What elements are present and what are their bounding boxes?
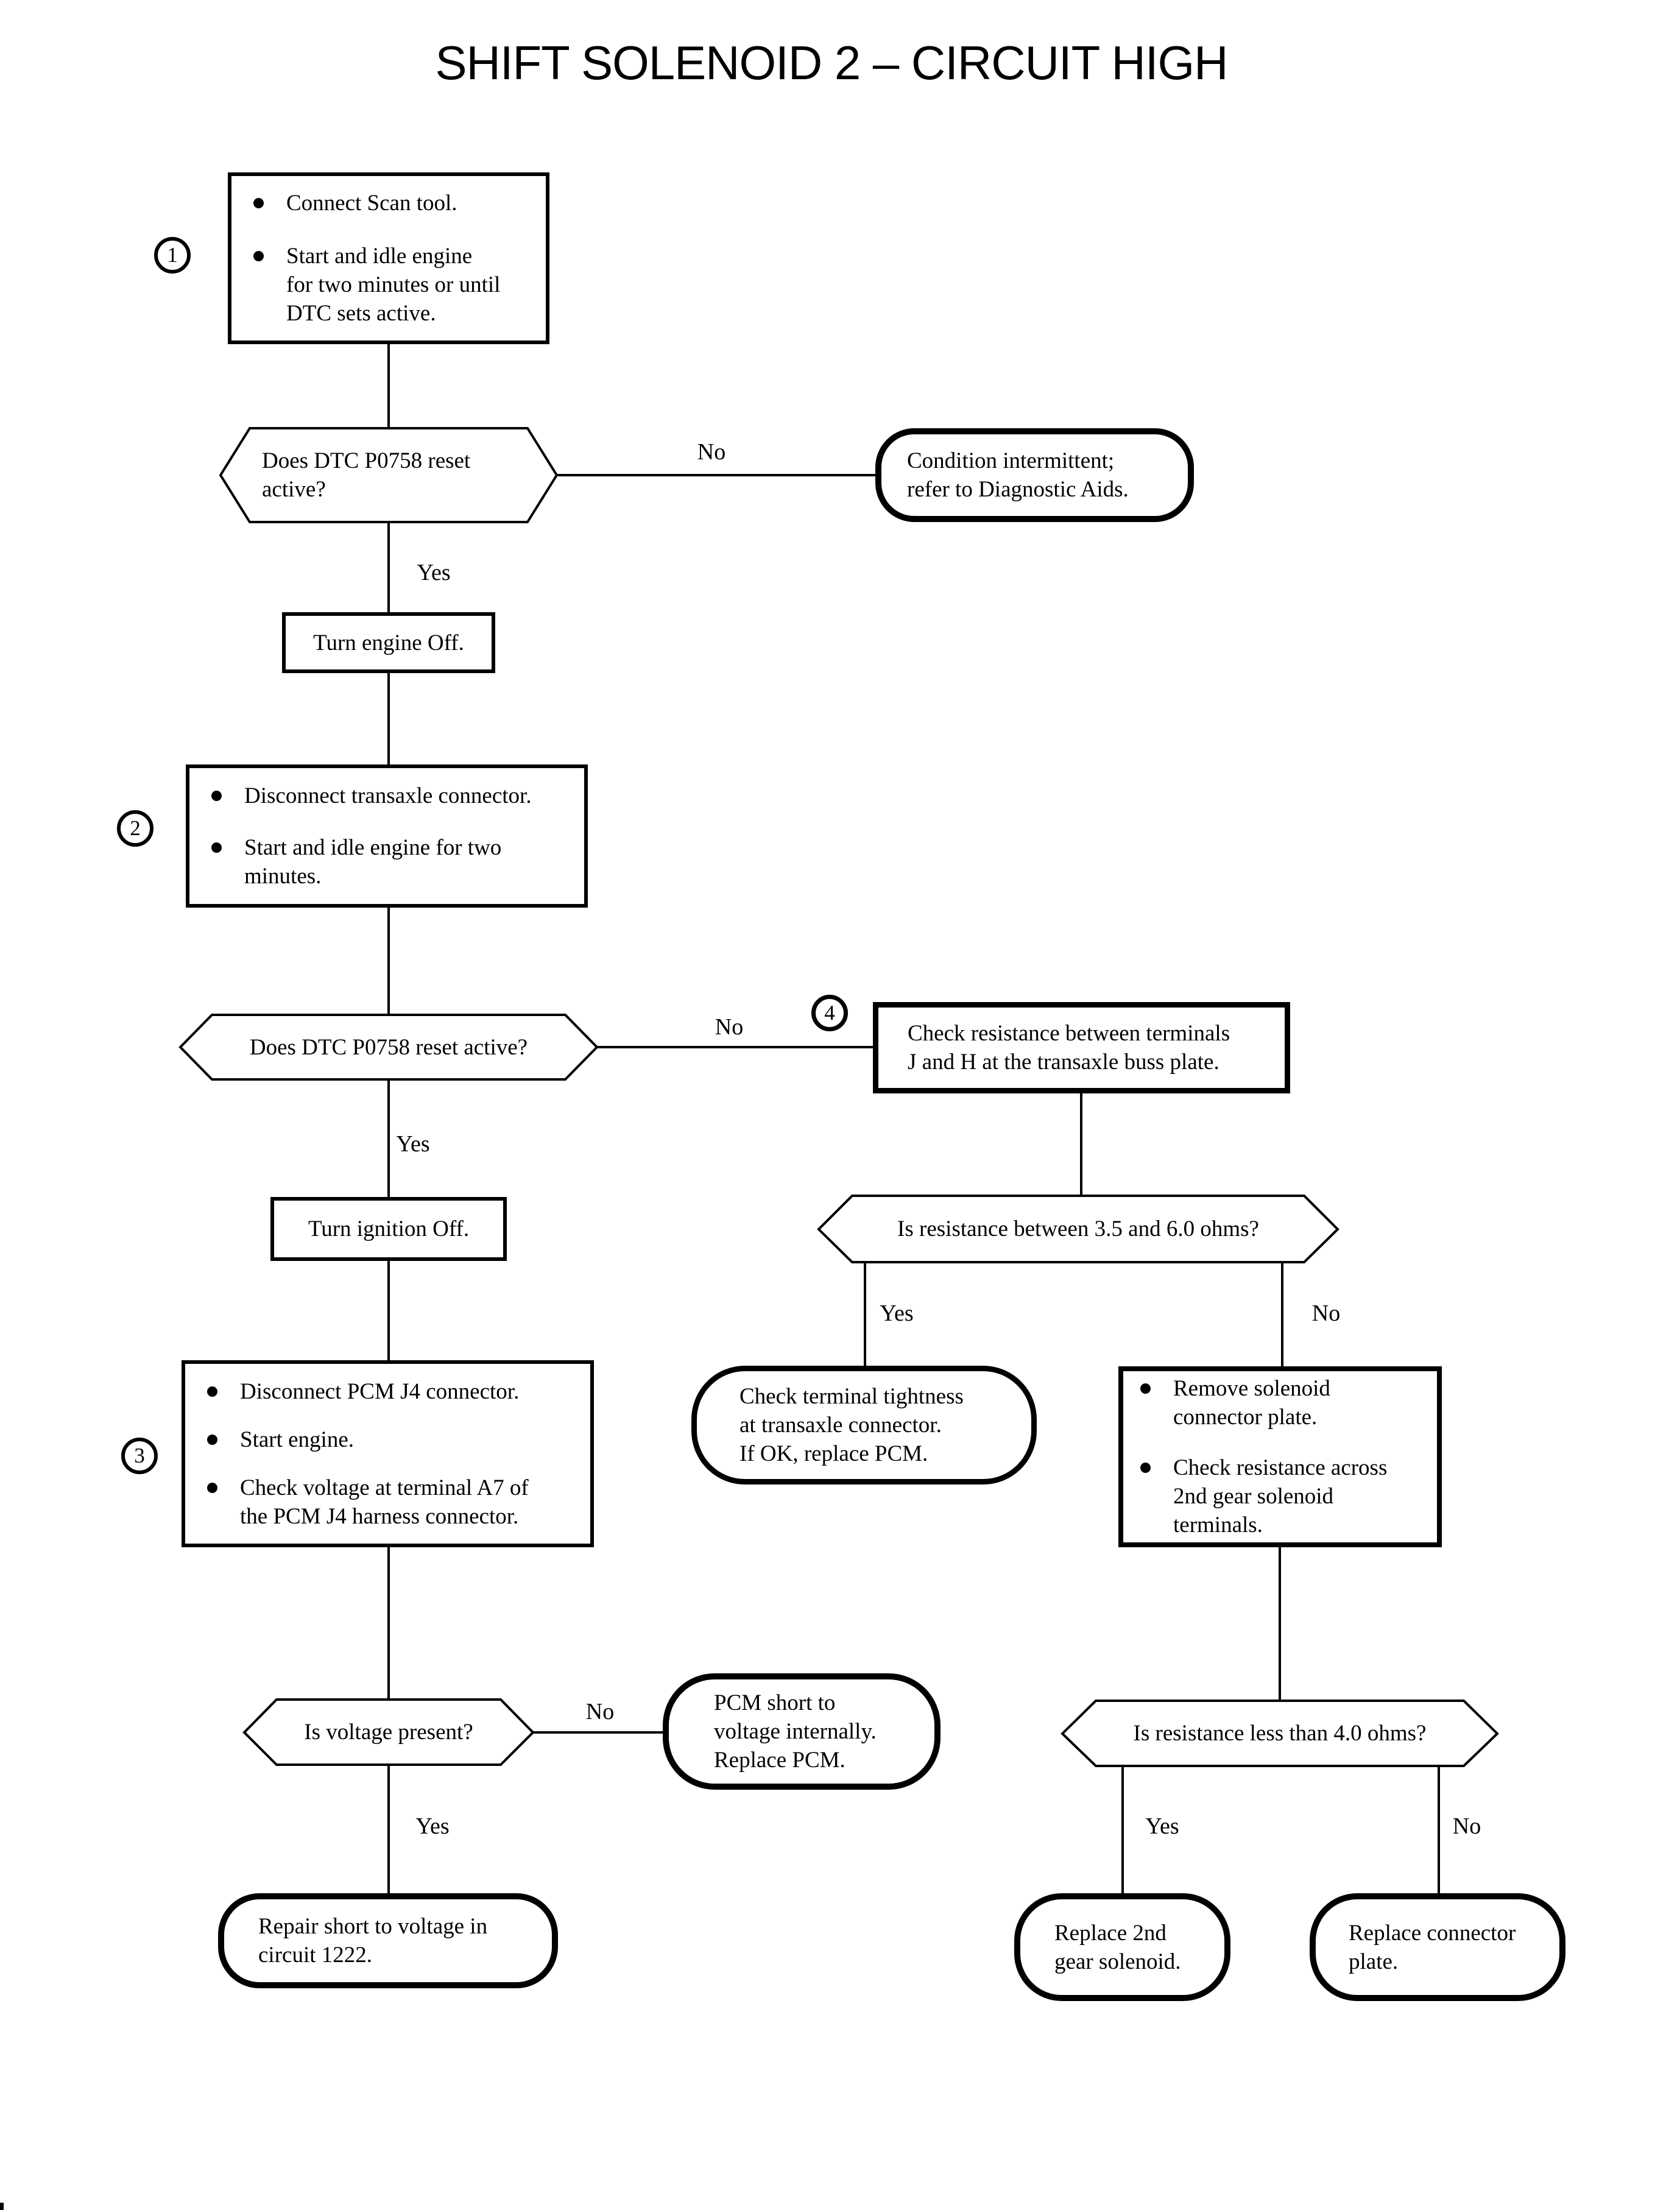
step3-bullet-1: Disconnect PCM J4 connector. xyxy=(207,1377,578,1406)
node-step3-actions: Disconnect PCM J4 connector. Start engin… xyxy=(182,1360,594,1547)
bullet-icon xyxy=(211,842,222,853)
step-marker-3: 3 xyxy=(121,1438,158,1474)
bullet-icon xyxy=(211,791,222,801)
bullet-icon xyxy=(207,1386,217,1397)
decision-dtc-reset-2-text: Does DTC P0758 reset active? xyxy=(249,1034,528,1060)
decision-resistance-less4-text: Is resistance less than 4.0 ohms? xyxy=(1133,1721,1427,1746)
decision-resistance-range-shape xyxy=(817,1195,1339,1263)
step3-bullet-2: Start engine. xyxy=(207,1425,578,1454)
decision-resistance-less4-shape xyxy=(1061,1700,1499,1767)
bullet-icon xyxy=(207,1482,217,1493)
bullet-icon xyxy=(1140,1463,1151,1473)
decision-dtc-reset-1-text: Does DTC P0758 reset active? xyxy=(262,448,471,502)
remove-solenoid-bullet-1: Remove solenoid connector plate. xyxy=(1140,1374,1425,1432)
bullet-icon xyxy=(253,251,264,261)
remove-solenoid-bullet-1-text: Remove solenoid connector plate. xyxy=(1173,1376,1330,1430)
step1-bullet-2-text: Start and idle engine for two minutes or… xyxy=(286,244,501,326)
node-replace-2nd-gear-solenoid: Replace 2nd gear solenoid. xyxy=(1014,1893,1230,2001)
edge-label-voltage-no: No xyxy=(585,1699,615,1725)
scan-artifact-mark xyxy=(0,2203,4,2210)
edge-label-voltage-yes: Yes xyxy=(415,1813,450,1839)
step2-bullet-1-text: Disconnect transaxle connector. xyxy=(244,783,532,808)
edge-label-decision1-yes: Yes xyxy=(417,560,451,585)
remove-solenoid-bullet-2-text: Check resistance across 2nd gear solenoi… xyxy=(1173,1455,1388,1537)
step2-bullet-2-text: Start and idle engine for two minutes. xyxy=(244,835,502,889)
node-check-terminal-tightness: Check terminal tightness at transaxle co… xyxy=(691,1366,1037,1485)
step3-bullet-1-text: Disconnect PCM J4 connector. xyxy=(240,1379,520,1404)
node-pcm-short-replace: PCM short to voltage internally. Replace… xyxy=(663,1673,941,1790)
node-condition-intermittent: Condition intermittent; refer to Diagnos… xyxy=(875,428,1194,522)
decision-resistance-range-text: Is resistance between 3.5 and 6.0 ohms? xyxy=(897,1216,1259,1241)
edge-label-less4-yes: Yes xyxy=(1145,1813,1179,1839)
step1-bullet-1: Connect Scan tool. xyxy=(253,189,534,217)
step-marker-4-label: 4 xyxy=(824,1001,835,1025)
edge-label-decision1-no: No xyxy=(697,439,726,465)
edge-label-range-yes: Yes xyxy=(880,1301,914,1326)
node-replace-connector-plate: Replace connector plate. xyxy=(1310,1893,1565,2001)
step2-bullet-1: Disconnect transaxle connector. xyxy=(211,782,572,810)
decision-voltage-present-shape xyxy=(242,1698,535,1766)
bullet-icon xyxy=(207,1434,217,1445)
step3-bullet-2-text: Start engine. xyxy=(240,1427,355,1452)
edge-label-less4-no: No xyxy=(1452,1813,1481,1839)
edge-label-range-no: No xyxy=(1311,1301,1341,1326)
node-step2-actions: Disconnect transaxle connector. Start an… xyxy=(186,764,588,908)
step3-bullet-3: Check voltage at terminal A7 of the PCM … xyxy=(207,1474,578,1531)
decision-dtc-reset-2-shape xyxy=(178,1014,599,1081)
bullet-icon xyxy=(253,198,264,208)
node-remove-solenoid-plate: Remove solenoid connector plate. Check r… xyxy=(1118,1366,1442,1547)
step-marker-4: 4 xyxy=(811,995,848,1031)
step-marker-2-label: 2 xyxy=(130,816,141,840)
step1-bullet-2: Start and idle engine for two minutes or… xyxy=(253,242,534,328)
remove-solenoid-bullet-2: Check resistance across 2nd gear solenoi… xyxy=(1140,1453,1425,1539)
step-marker-1-label: 1 xyxy=(167,243,178,267)
step1-bullet-1-text: Connect Scan tool. xyxy=(286,191,457,216)
edge-label-decision2-no: No xyxy=(715,1014,744,1040)
step2-bullet-2: Start and idle engine for two minutes. xyxy=(211,833,572,891)
node-repair-short-circuit-1222: Repair short to voltage in circuit 1222. xyxy=(218,1893,558,1988)
step-marker-2: 2 xyxy=(117,810,154,847)
node-check-resistance-jh: Check resistance between terminals J and… xyxy=(873,1002,1290,1093)
node-turn-engine-off: Turn engine Off. xyxy=(282,612,495,673)
decision-dtc-reset-1-shape xyxy=(219,427,559,523)
decision-voltage-present-text: Is voltage present? xyxy=(304,1720,473,1745)
node-turn-ignition-off: Turn ignition Off. xyxy=(270,1197,507,1261)
bullet-icon xyxy=(1140,1383,1151,1394)
node-step1-actions: Connect Scan tool. Start and idle engine… xyxy=(228,172,549,344)
step-marker-3-label: 3 xyxy=(134,1444,145,1467)
step-marker-1: 1 xyxy=(154,237,191,274)
page-title: SHIFT SOLENOID 2 – CIRCUIT HIGH xyxy=(435,36,1228,90)
step3-bullet-3-text: Check voltage at terminal A7 of the PCM … xyxy=(240,1475,529,1529)
edge-label-decision2-yes: Yes xyxy=(396,1131,430,1157)
